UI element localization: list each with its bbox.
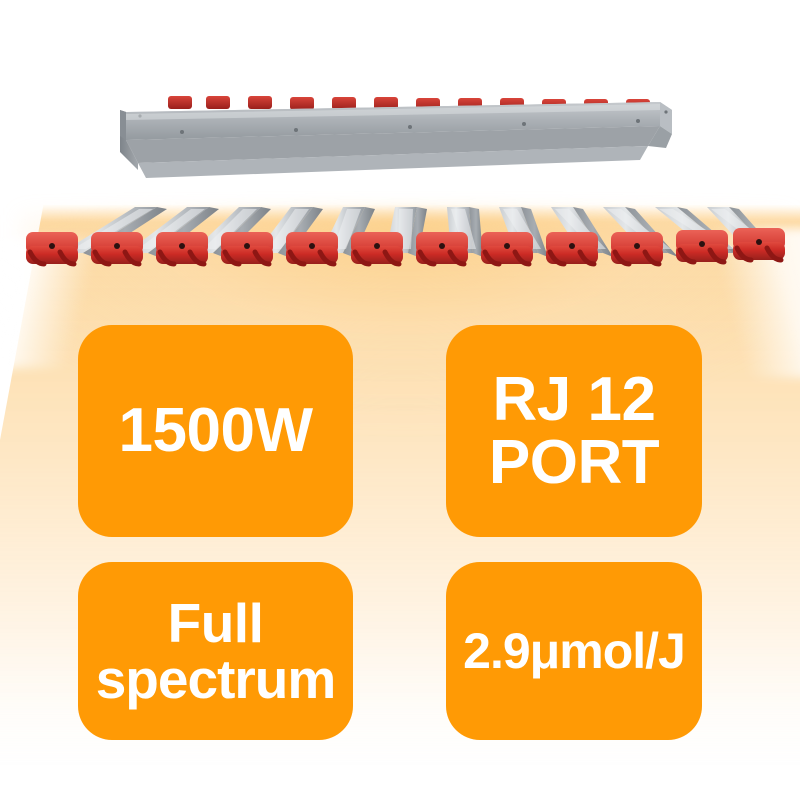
end-cap — [221, 232, 273, 267]
end-cap — [351, 232, 403, 267]
badge-spectrum-line2: spectrum — [95, 648, 337, 710]
badge-spectrum-line1: Full — [167, 591, 264, 654]
led-grow-light-fixture — [0, 0, 800, 320]
screw-icon — [180, 130, 184, 134]
end-cap — [26, 232, 78, 267]
badge-port-line2: PORT — [488, 428, 660, 497]
screw-icon — [664, 110, 668, 114]
top-clip — [332, 97, 356, 110]
end-cap — [733, 228, 785, 263]
badge-rj12-port[interactable]: RJ 12 PORT — [446, 325, 702, 537]
badge-power-1500w[interactable]: 1500W — [78, 325, 353, 537]
end-cap — [286, 232, 338, 267]
top-clip — [290, 97, 314, 110]
end-cap-group — [26, 228, 785, 267]
badge-ppe-label: 2.9μmol/J — [463, 622, 686, 679]
screw-icon — [294, 128, 298, 132]
top-clip — [206, 96, 230, 109]
end-cap — [481, 232, 533, 267]
top-clip — [168, 96, 192, 109]
badge-efficacy-umol-per-joule[interactable]: 2.9μmol/J — [446, 562, 702, 740]
header-housing — [120, 102, 672, 178]
badge-port-line1: RJ 12 — [492, 364, 656, 434]
top-clip — [374, 97, 398, 110]
badge-full-spectrum[interactable]: Full spectrum — [78, 562, 353, 740]
top-clip — [248, 96, 272, 109]
screw-icon — [408, 125, 412, 129]
end-cap — [416, 232, 468, 267]
screw-icon — [522, 122, 526, 126]
end-cap — [156, 232, 208, 267]
end-cap — [611, 232, 663, 267]
end-cap — [676, 230, 728, 265]
badge-power-label: 1500W — [118, 396, 313, 466]
header-right-end — [660, 102, 672, 134]
end-cap — [546, 232, 598, 267]
screw-icon — [636, 119, 640, 123]
end-cap — [91, 232, 143, 267]
